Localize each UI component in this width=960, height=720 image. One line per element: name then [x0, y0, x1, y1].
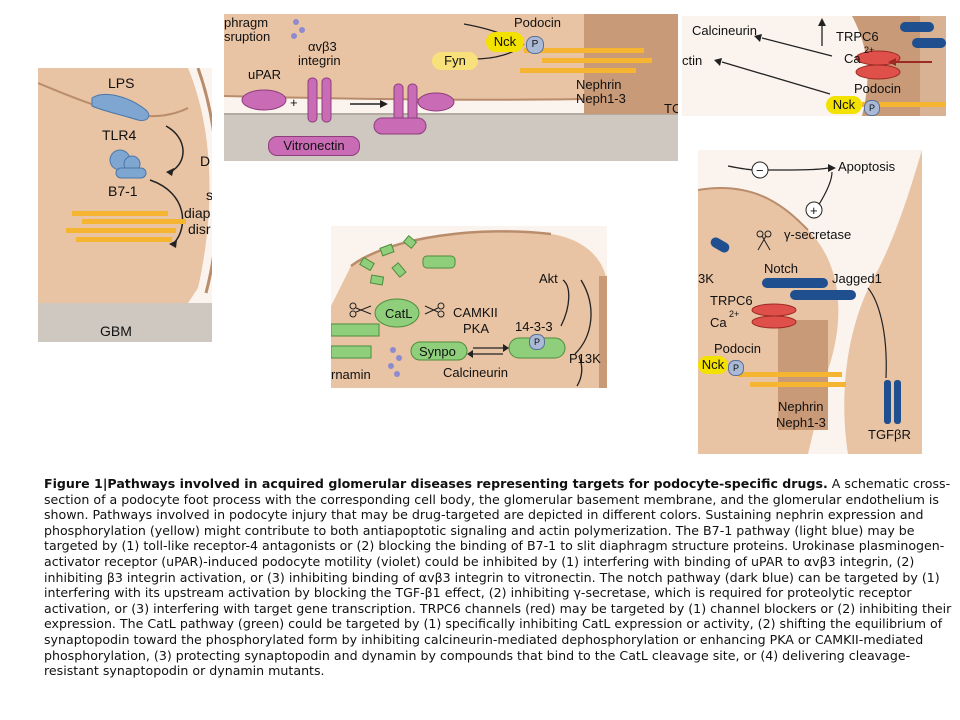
- integrin-label: integrin: [298, 53, 341, 68]
- panel-trpc6-pathway: Calcineurin TRPC6 Ca 2+ ctin Podocin Nck…: [682, 16, 946, 116]
- neph13-label-e: Neph1-3: [776, 415, 826, 430]
- pi3k-label: P13K: [569, 351, 601, 366]
- tc-fragment-label: TC: [664, 101, 678, 116]
- panel-trpc6-illustration: [682, 16, 946, 116]
- nck-label-e: Nck: [698, 356, 728, 374]
- neph13-label: Neph1-3: [576, 91, 626, 106]
- figure-caption: Figure 1|Pathways involved in acquired g…: [44, 476, 954, 679]
- vitronectin-label: Vitronectin: [268, 136, 360, 156]
- d-fragment-label: D: [200, 153, 211, 169]
- p1433-label: 14-3-3: [515, 319, 553, 334]
- fyn-label: Fyn: [432, 52, 478, 70]
- plus-sign: +: [810, 203, 818, 218]
- avb3-label: αvβ3: [308, 39, 337, 54]
- phospho-badge-c: P: [864, 100, 880, 116]
- diaphragm-fragment-label: phragm: [224, 15, 269, 30]
- panel-catl-illustration: [331, 226, 607, 388]
- gbm-label: GBM: [100, 323, 132, 339]
- synpo-label: Synpo: [419, 344, 456, 359]
- nephrin-label-e: Nephrin: [778, 399, 824, 414]
- trpc6-label: TRPC6: [836, 29, 879, 44]
- calcineurin-label: Calcineurin: [692, 23, 758, 38]
- s-fragment-label: s: [206, 187, 212, 203]
- plus-label: +: [290, 95, 298, 110]
- phospho-badge: P: [526, 36, 544, 54]
- disruption-fragment-label: sruption: [224, 29, 271, 44]
- dynamin-fragment-label: rnamin: [331, 367, 371, 382]
- ca-label: Ca: [844, 51, 861, 66]
- nck-label: Nck: [486, 32, 524, 52]
- gsecretase-label: γ-secretase: [784, 227, 852, 242]
- minus-sign: −: [756, 163, 764, 178]
- panel-notch-illustration: [698, 150, 922, 454]
- phospho-badge-d: P: [529, 334, 545, 350]
- caption-figure-label: Figure 1: [44, 476, 103, 491]
- ca-charge-label: 2+: [864, 45, 875, 55]
- panel-notch-pathway: Apoptosis − + γ-secretase Notch Jagged1 …: [698, 150, 922, 454]
- ca-label-e: Ca: [710, 315, 727, 330]
- caption-body: A schematic cross-section of a podocyte …: [44, 476, 952, 679]
- panel-b71-pathway: LPS TLR4 B7-1 D s diap disr GBM: [38, 68, 212, 342]
- nephrin-label: Nephrin: [576, 77, 622, 92]
- panel-upar-pathway: phragm sruption αvβ3 integrin uPAR + Vit…: [224, 14, 678, 161]
- diap-fragment-label: diap: [184, 205, 211, 221]
- camkii-label: CAMKII: [453, 305, 498, 320]
- tgfbr-label: TGFβR: [868, 427, 911, 442]
- catl-label: CatL: [385, 306, 413, 321]
- caption-title: Pathways involved in acquired glomerular…: [107, 476, 828, 491]
- nck-label-c: Nck: [826, 96, 862, 114]
- panel-b71-illustration: [38, 68, 212, 342]
- upar-label: uPAR: [248, 67, 281, 82]
- caption-separator: |: [102, 476, 108, 491]
- phospho-badge-e: P: [728, 360, 744, 376]
- akt-label: Akt: [539, 271, 558, 286]
- pka-label: PKA: [463, 321, 490, 336]
- calcineurin-label-d: Calcineurin: [443, 365, 509, 380]
- ca-charge-label-e: 2+: [729, 309, 740, 319]
- jagged1-label: Jagged1: [832, 271, 882, 286]
- podocin-label-e: Podocin: [714, 341, 761, 356]
- podocin-label-c: Podocin: [854, 81, 901, 96]
- disr-fragment-label: disr: [188, 221, 211, 237]
- apoptosis-label: Apoptosis: [838, 159, 896, 174]
- podocin-label: Podocin: [514, 15, 561, 30]
- lps-label: LPS: [108, 75, 135, 91]
- k3-fragment-label: 3K: [698, 271, 714, 286]
- notch-label: Notch: [764, 261, 798, 276]
- tlr4-label: TLR4: [102, 127, 137, 143]
- trpc6-label-e: TRPC6: [710, 293, 753, 308]
- actin-fragment-label: ctin: [682, 53, 703, 68]
- panel-catl-pathway: CatL CAMKII PKA Synpo 14-3-3 P Akt P13K …: [331, 226, 607, 388]
- b71-label: B7-1: [108, 183, 138, 199]
